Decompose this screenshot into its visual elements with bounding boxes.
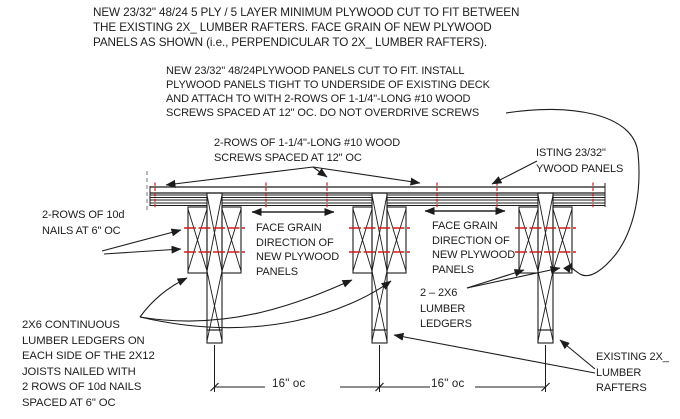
label-existing-rafters: EXISTING 2X_ LUMBER RAFTERS <box>596 351 669 394</box>
dimension-16oc-left: 16" oc <box>272 378 306 390</box>
label-face-grain-left: FACE GRAIN DIRECTION OF NEW PLYWOOD PANE… <box>256 222 340 278</box>
nail-rows-red <box>184 227 576 253</box>
dimension-16oc-right: 16" oc <box>431 378 465 390</box>
dimension-lines <box>210 345 550 392</box>
label-existing-plywood-panels: ISTING 23/32" YWOOD PANELS <box>536 147 624 175</box>
note-install-plywood: NEW 23/32" 48/24PLYWOOD PANELS CUT TO FI… <box>166 65 490 119</box>
label-face-grain-right: FACE GRAIN DIRECTION OF NEW PLYWOOD PANE… <box>432 220 516 276</box>
label-two-2x6-ledgers: 2 – 2X6 LUMBER LEDGERS <box>420 287 472 330</box>
label-screw-rows: 2-ROWS OF 1-1/4"-LONG #10 WOOD SCREWS SP… <box>214 137 401 164</box>
note-new-plywood-general: NEW 23/32" 48/24 5 PLY / 5 LAYER MINIMUM… <box>93 6 520 49</box>
note-continuous-ledgers: 2X6 CONTINUOUS LUMBER LEDGERS ON EACH SI… <box>22 319 155 409</box>
joist-assembly-3 <box>518 192 573 344</box>
face-grain-arrows <box>251 207 506 216</box>
leader-lines <box>101 108 640 374</box>
label-nail-rows: 2-ROWS OF 10d NAILS AT 6" OC <box>42 209 125 237</box>
new-plywood-band <box>149 194 606 206</box>
joist-assembly-1 <box>187 192 242 344</box>
joist-assembly-2 <box>352 192 407 344</box>
screw-location-ticks <box>154 182 594 209</box>
